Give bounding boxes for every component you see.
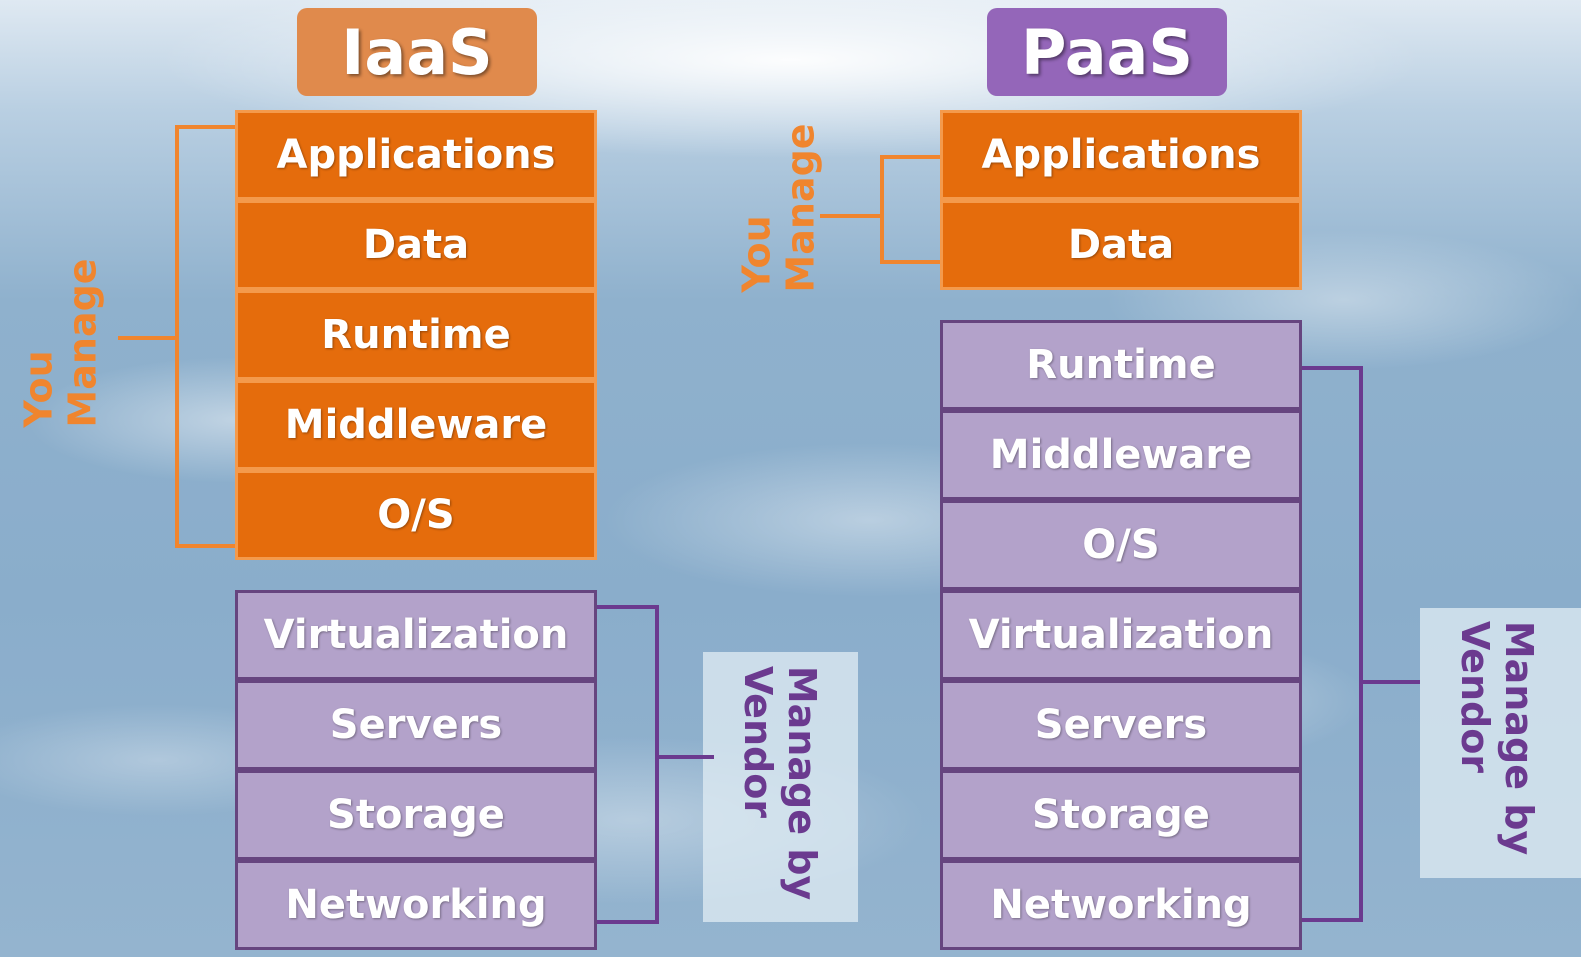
iaas-title: IaaS [297,8,537,96]
iaas-layer-os: O/S [235,470,597,560]
paas-layer-applications: Applications [940,110,1302,200]
paas-layer-data: Data [940,200,1302,290]
iaas-layer-storage: Storage [235,770,597,860]
iaas-you-manage-bracket [175,125,235,548]
iaas-layer-virtualization: Virtualization [235,590,597,680]
paas-layer-virtualization: Virtualization [940,590,1302,680]
paas-you-manage-label: You Manage [734,123,823,293]
paas-title: PaaS [987,8,1227,96]
paas-vendor-manage-label: Manage by Vendor [1453,620,1542,856]
iaas-vendor-manage-stack: Virtualization Servers Storage Networkin… [235,590,597,950]
iaas-layer-middleware: Middleware [235,380,597,470]
iaas-vendor-manage-label: Manage by Vendor [736,665,825,901]
paas-vendor-bracket [1302,366,1363,922]
iaas-you-manage-stack: Applications Data Runtime Middleware O/S [235,110,597,560]
iaas-layer-applications: Applications [235,110,597,200]
paas-vendor-label-panel [1420,608,1581,878]
paas-layer-servers: Servers [940,680,1302,770]
iaas-you-manage-label: You Manage [16,258,105,428]
paas-layer-storage: Storage [940,770,1302,860]
paas-you-manage-stack: Applications Data [940,110,1302,290]
paas-layer-middleware: Middleware [940,410,1302,500]
iaas-layer-runtime: Runtime [235,290,597,380]
iaas-vendor-label-panel [703,652,858,922]
paas-layer-runtime: Runtime [940,320,1302,410]
paas-vendor-manage-stack: Runtime Middleware O/S Virtualization Se… [940,320,1302,950]
iaas-layer-networking: Networking [235,860,597,950]
iaas-layer-data: Data [235,200,597,290]
paas-you-manage-bracket [880,155,940,264]
paas-layer-networking: Networking [940,860,1302,950]
paas-layer-os: O/S [940,500,1302,590]
iaas-vendor-bracket [597,605,659,924]
iaas-layer-servers: Servers [235,680,597,770]
